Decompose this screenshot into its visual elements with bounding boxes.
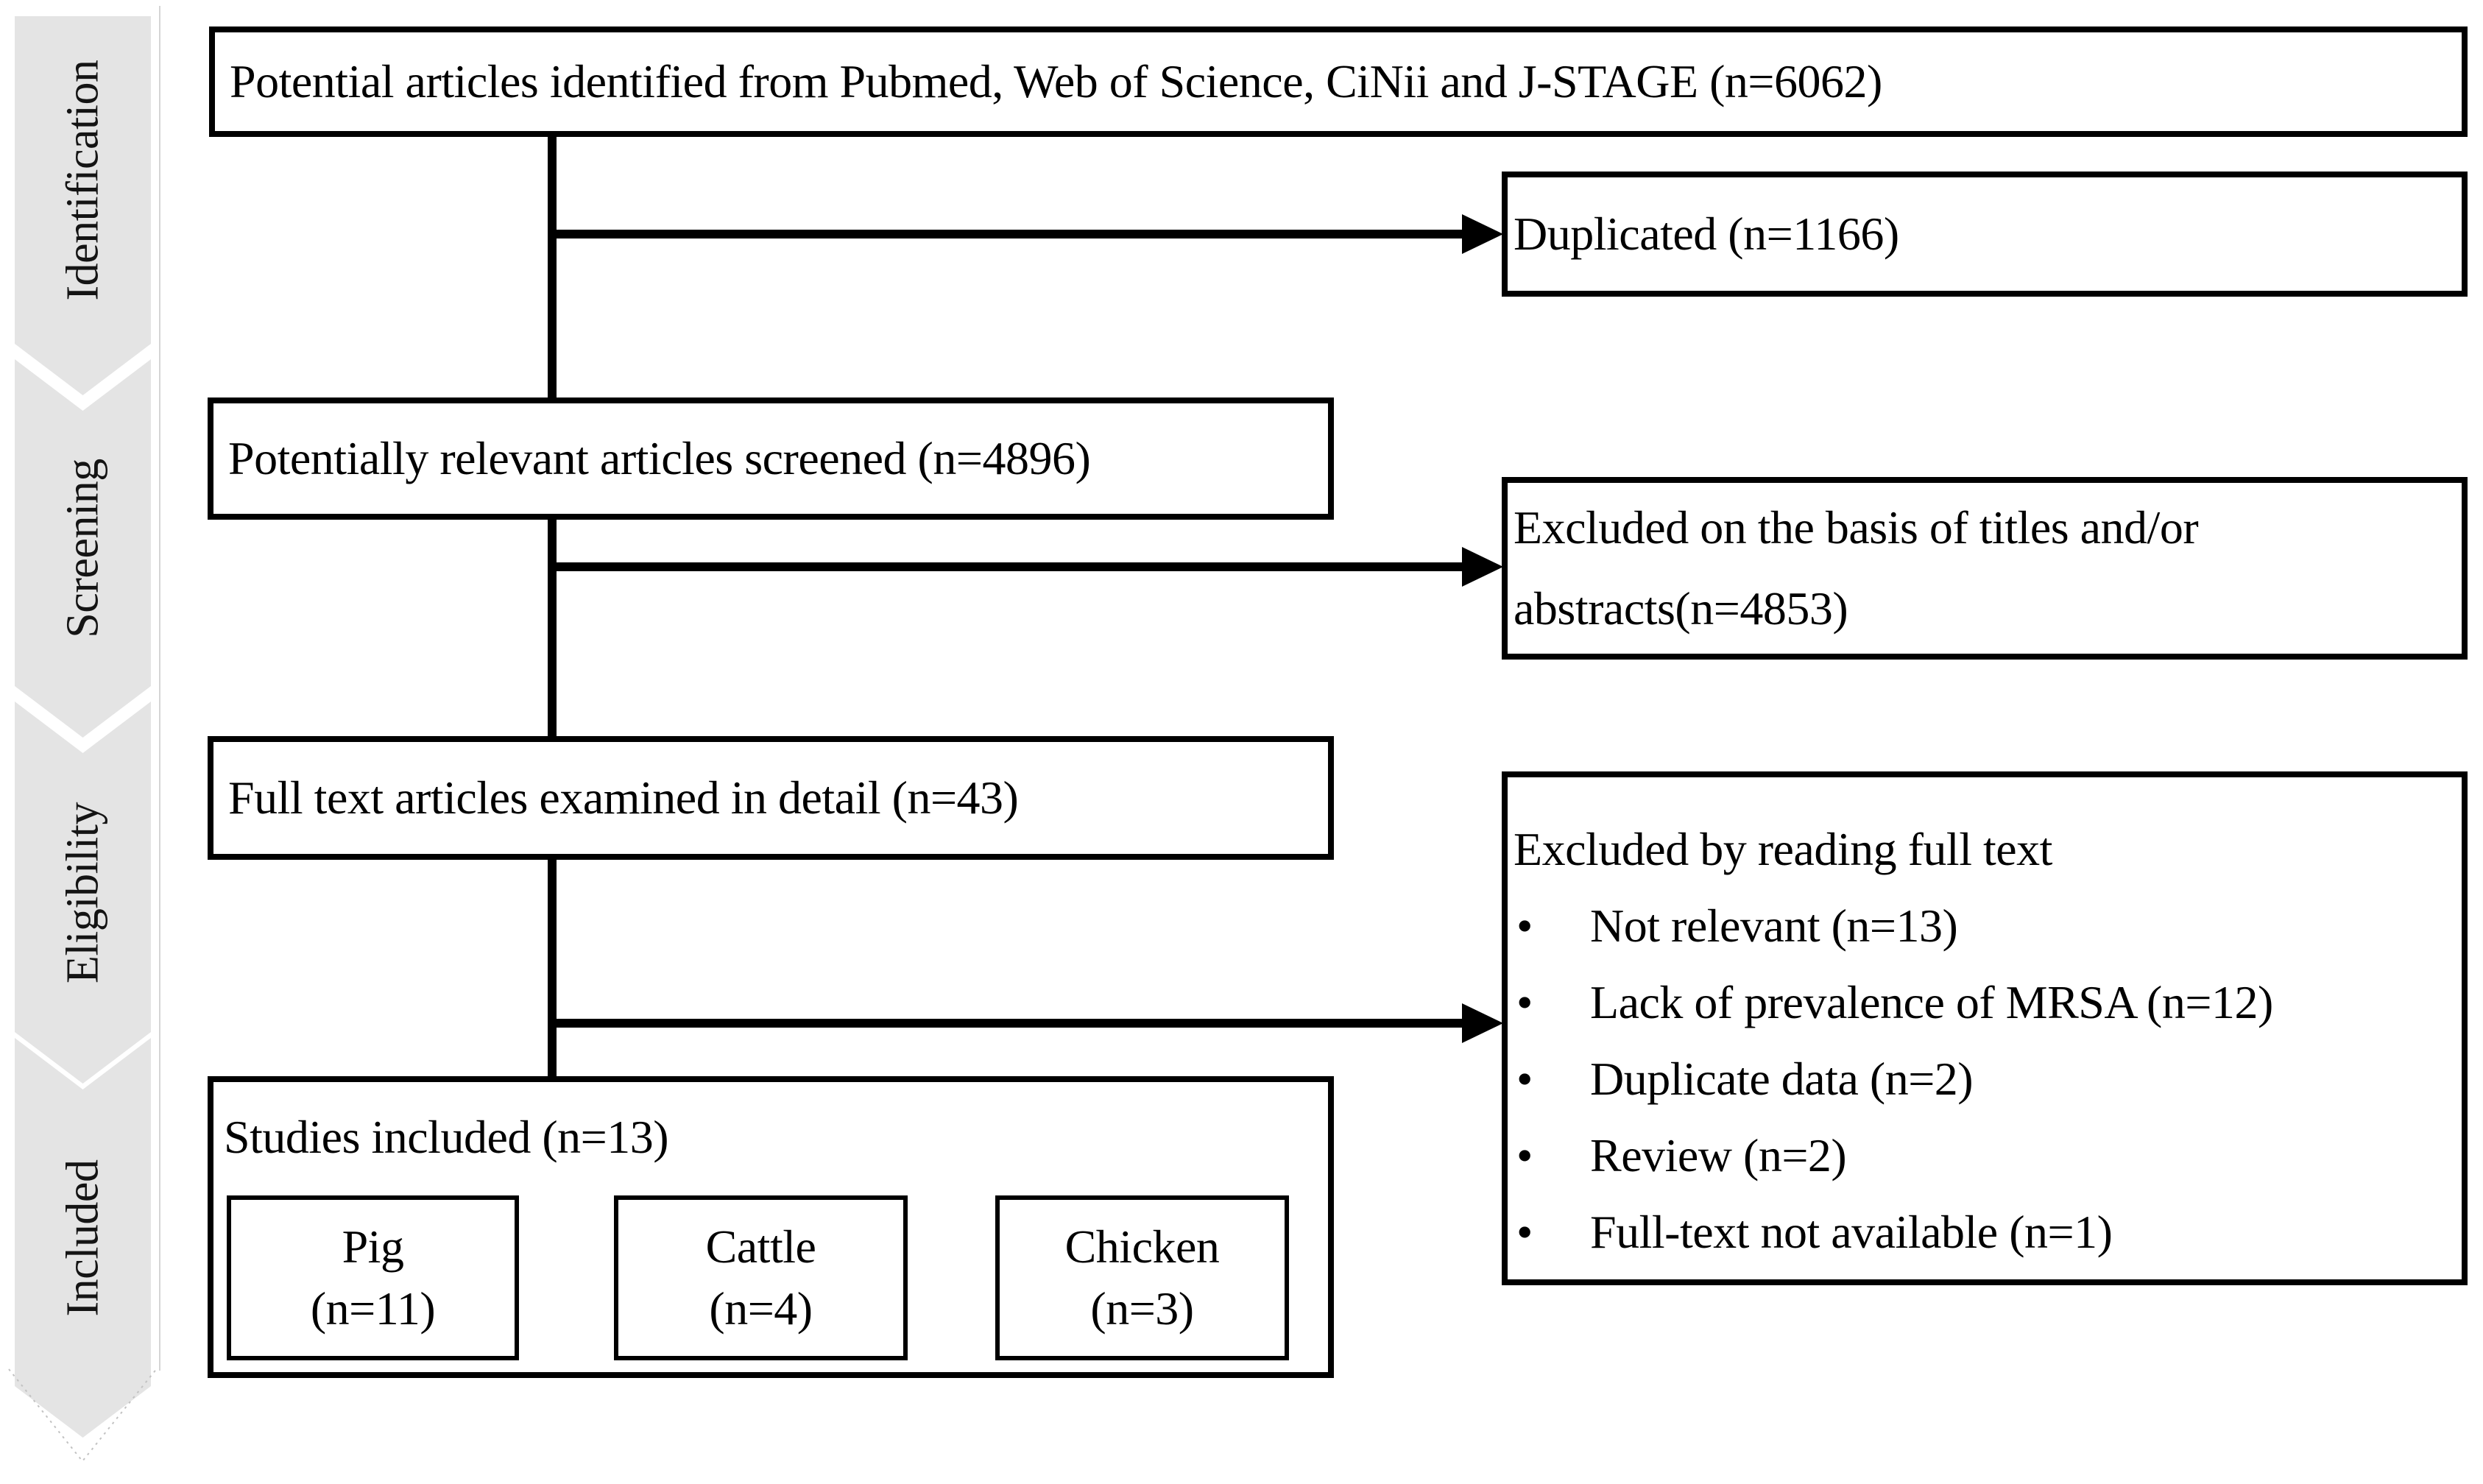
group-count: (n=3) — [1090, 1282, 1194, 1335]
excluded-fulltext-title: Excluded by reading full text — [1514, 823, 2052, 875]
excluded-fulltext-item: • Lack of prevalence of MRSA (n=12) — [1514, 964, 2454, 1041]
bullet-icon: • — [1516, 1129, 1533, 1181]
box-duplicated-text: Duplicated (n=1166) — [1514, 208, 1899, 260]
arrow-to-excluded-titles — [548, 562, 1468, 571]
excluded-fulltext-item: • Duplicate data (n=2) — [1514, 1041, 2454, 1117]
excluded-fulltext-item-text: Not relevant (n=13) — [1590, 900, 1958, 952]
excluded-titles-line-2: abstracts(n=4853) — [1514, 582, 1848, 635]
connector-vertical-2 — [548, 520, 557, 736]
excluded-fulltext-item: • Not relevant (n=13) — [1514, 888, 2454, 964]
excluded-fulltext-item-text: Full-text not available (n=1) — [1590, 1206, 2113, 1258]
group-name: Chicken — [1064, 1220, 1220, 1273]
bullet-icon: • — [1516, 1053, 1533, 1105]
arrow-to-duplicated — [548, 230, 1468, 239]
studies-included-title: Studies included (n=13) — [224, 1111, 669, 1163]
box-articles-screened: Potentially relevant articles screened (… — [208, 398, 1334, 520]
box-fulltext-examined: Full text articles examined in detail (n… — [208, 736, 1334, 860]
box-articles-identified: Potential articles identified from Pubme… — [209, 26, 2468, 137]
stage-chevron-eligibility: Eligibility — [15, 702, 151, 1084]
excluded-fulltext-item-text: Review (n=2) — [1590, 1129, 1847, 1181]
arrow-to-excluded-fulltext — [548, 1019, 1468, 1028]
group-box-cattle: Cattle (n=4) — [614, 1195, 908, 1360]
bullet-icon: • — [1516, 1206, 1533, 1258]
stage-label-eligibility: Eligibility — [57, 802, 107, 983]
group-name: Cattle — [705, 1220, 816, 1273]
box-articles-identified-text: Potential articles identified from Pubme… — [230, 55, 1882, 107]
excluded-fulltext-item: • Full-text not available (n=1) — [1514, 1194, 2454, 1271]
connector-vertical-1 — [548, 137, 557, 398]
excluded-fulltext-item-text: Lack of prevalence of MRSA (n=12) — [1590, 976, 2273, 1028]
stage-label-screening: Screening — [57, 459, 107, 638]
box-articles-screened-text: Potentially relevant articles screened (… — [228, 432, 1091, 484]
arrowhead-icon — [1462, 1003, 1503, 1043]
excluded-fulltext-item-text: Duplicate data (n=2) — [1590, 1053, 1974, 1105]
group-name: Pig — [342, 1220, 404, 1273]
stage-chevron-screening: Screening — [15, 359, 151, 738]
bullet-icon: • — [1516, 900, 1533, 952]
chevron-dotted-outline — [8, 1367, 158, 1463]
box-fulltext-examined-text: Full text articles examined in detail (n… — [228, 771, 1019, 824]
stage-column-separator — [159, 6, 160, 1371]
group-count: (n=11) — [310, 1282, 436, 1335]
box-excluded-fulltext: Excluded by reading full text • Not rele… — [1502, 771, 2468, 1285]
arrowhead-icon — [1462, 214, 1503, 254]
group-count: (n=4) — [709, 1282, 813, 1335]
excluded-fulltext-item: • Review (n=2) — [1514, 1117, 2454, 1194]
stage-label-identification: Identification — [57, 60, 107, 300]
stage-label-included: Included — [57, 1159, 107, 1316]
stage-chevron-identification: Identification — [15, 16, 151, 395]
excluded-titles-line-1: Excluded on the basis of titles and/or — [1514, 501, 2199, 554]
bullet-icon: • — [1516, 976, 1533, 1028]
box-excluded-titles-abstracts: Excluded on the basis of titles and/or a… — [1502, 477, 2468, 660]
group-box-pig: Pig (n=11) — [227, 1195, 519, 1360]
arrowhead-icon — [1462, 547, 1503, 587]
stage-chevron-included: Included — [15, 1038, 151, 1438]
connector-vertical-3 — [548, 860, 557, 1076]
box-duplicated: Duplicated (n=1166) — [1502, 172, 2468, 297]
group-box-chicken: Chicken (n=3) — [995, 1195, 1289, 1360]
